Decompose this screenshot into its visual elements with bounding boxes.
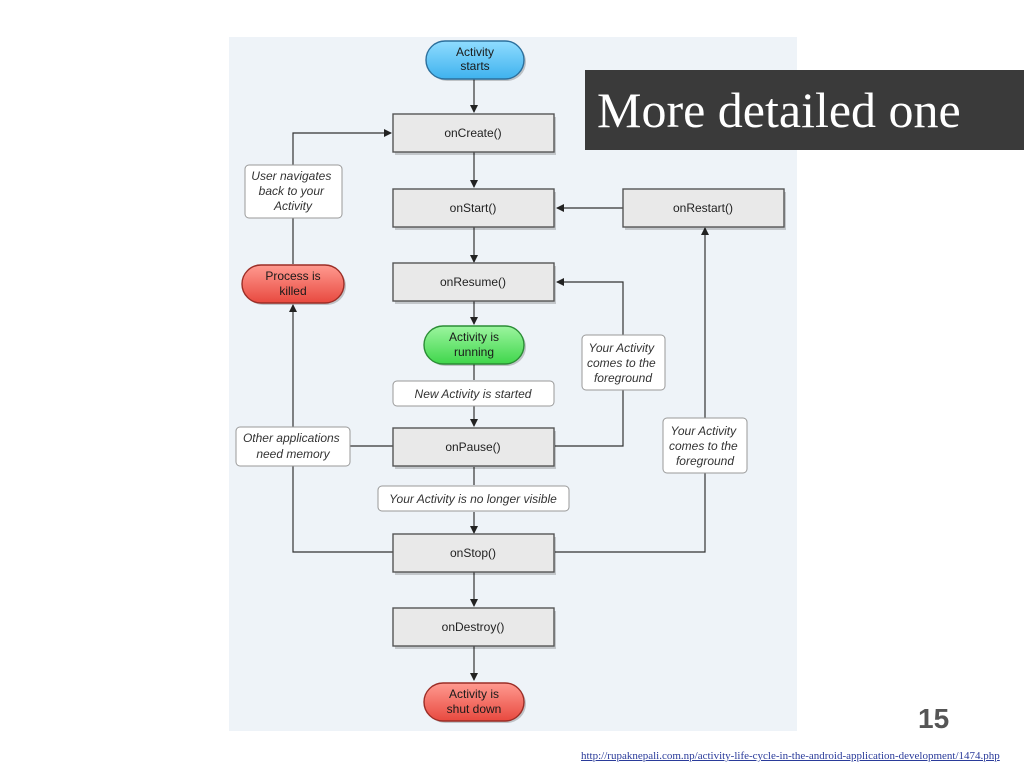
svg-text:Your Activity is no longer vis: Your Activity is no longer visible <box>389 492 557 506</box>
note-user-navigates-3: Activity <box>273 199 313 213</box>
note-no-longer-visible: Your Activity is no longer visible <box>377 485 570 512</box>
note-new-activity: New Activity is started <box>392 380 555 407</box>
note-foreground-b-1: Your Activity <box>671 424 738 438</box>
svg-text:New Activity is started: New Activity is started <box>415 387 532 401</box>
note-foreground-a-3: foreground <box>594 371 652 385</box>
source-link[interactable]: http://rupaknepali.com.np/activity-life-… <box>581 750 1000 762</box>
note-user-navigates-1: User navigates <box>251 169 331 183</box>
svg-text:onCreate(): onCreate() <box>444 126 501 140</box>
onrestart-node: onRestart() <box>622 188 786 230</box>
onstop-node: onStop() <box>392 533 556 575</box>
note-user-navigates: User navigates back to your Activity <box>244 164 343 219</box>
svg-text:User navigates back to y: User navigates back to your Activity <box>251 169 334 213</box>
note-foreground-a-2: comes to the <box>587 356 656 370</box>
process-killed-label-2: killed <box>279 284 306 298</box>
svg-text:onRestart(): onRestart() <box>673 201 733 215</box>
svg-text:Your Activity comes to t: Your Activity comes to the foreground <box>669 424 741 468</box>
activity-shutdown-label-1: Activity is <box>449 687 499 701</box>
svg-text:onPause(): onPause() <box>445 440 500 454</box>
svg-text:onDestroy(): onDestroy() <box>442 620 505 634</box>
slide-title: More detailed one <box>585 70 1024 150</box>
note-foreground-b: Your Activity comes to the foreground <box>662 417 748 474</box>
svg-text:Other applications need: Other applications need memory <box>243 431 343 461</box>
oncreate-node: onCreate() <box>392 113 556 155</box>
activity-running-label-2: running <box>454 345 494 359</box>
note-foreground-a-1: Your Activity <box>589 341 656 355</box>
activity-starts-label-1: Activity <box>456 45 494 59</box>
onstart-node: onStart() <box>392 188 556 230</box>
svg-text:onStop(): onStop() <box>450 546 496 560</box>
svg-text:Your Activity comes to t: Your Activity comes to the foreground <box>587 341 659 385</box>
note-other-apps-1: Other applications <box>243 431 340 445</box>
slide-number: 15 <box>918 703 950 734</box>
process-killed-label-1: Process is <box>265 269 320 283</box>
onresume-node: onResume() <box>392 262 556 304</box>
svg-text:onStart(): onStart() <box>450 201 497 215</box>
note-user-navigates-2: back to your <box>259 184 325 198</box>
ondestroy-node: onDestroy() <box>392 607 556 649</box>
activity-starts-label-2: starts <box>460 59 489 73</box>
activity-running-label-1: Activity is <box>449 330 499 344</box>
note-other-apps: Other applications need memory <box>235 426 351 467</box>
note-foreground-b-2: comes to the <box>669 439 738 453</box>
activity-shutdown-label-2: shut down <box>447 702 502 716</box>
note-foreground-b-3: foreground <box>676 454 734 468</box>
note-other-apps-2: need memory <box>256 447 330 461</box>
onpause-node: onPause() <box>392 427 556 469</box>
svg-text:onResume(): onResume() <box>440 275 506 289</box>
note-foreground-a: Your Activity comes to the foreground <box>581 334 666 391</box>
